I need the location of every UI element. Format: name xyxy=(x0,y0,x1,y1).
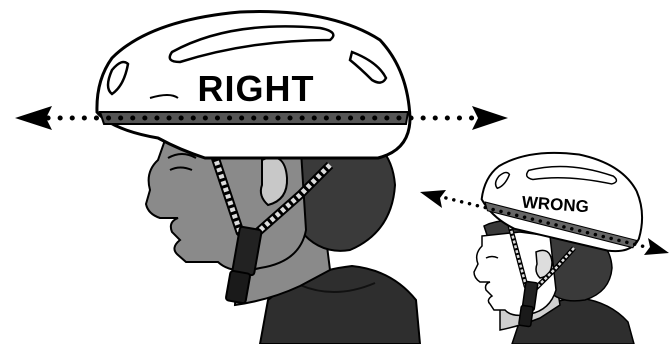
wrong-arrow-left-head xyxy=(420,190,446,208)
right-arrow-right-head xyxy=(472,106,508,130)
right-label: RIGHT xyxy=(198,68,315,109)
right-helmet: RIGHT xyxy=(97,12,410,158)
right-fit-figure xyxy=(146,129,420,344)
wrong-arrow-right-head xyxy=(644,238,669,255)
